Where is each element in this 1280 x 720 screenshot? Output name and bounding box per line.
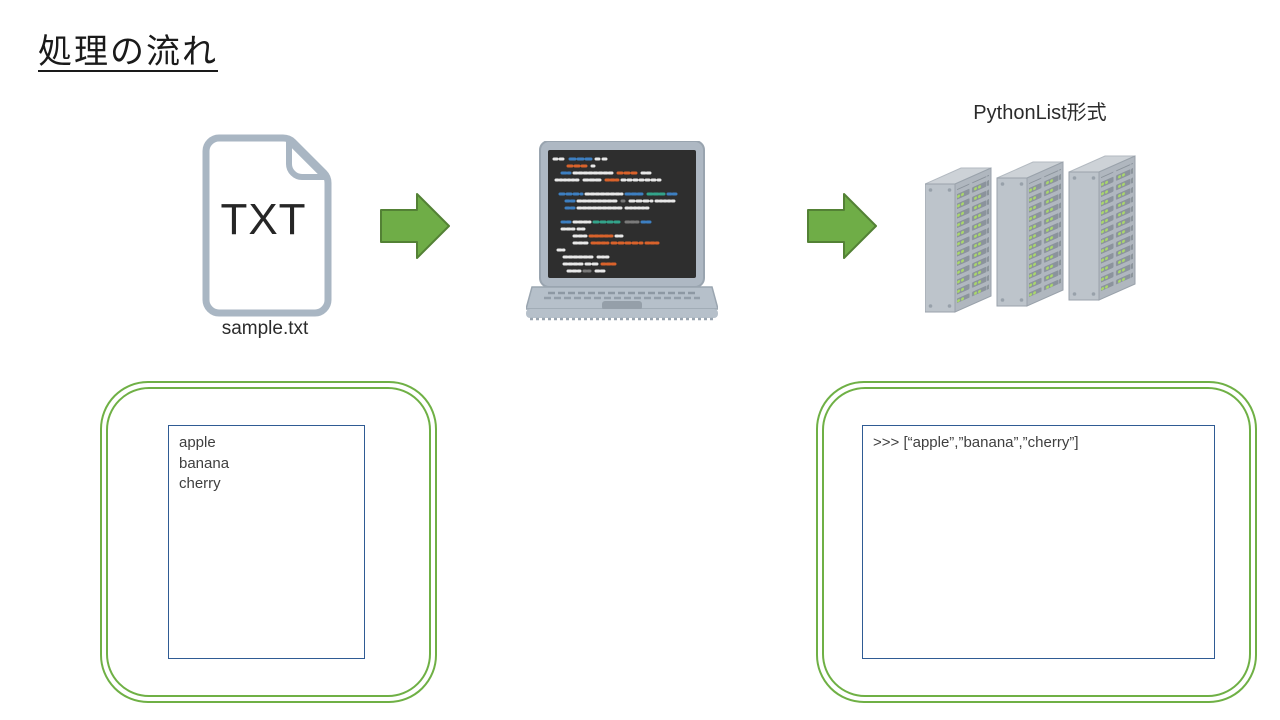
arrow-right-icon bbox=[807, 193, 877, 259]
arrow-right-icon bbox=[380, 193, 450, 259]
input-text-box: apple banana cherry bbox=[168, 425, 365, 659]
input-frame: apple banana cherry bbox=[100, 381, 437, 703]
page-title: 処理の流れ bbox=[38, 33, 218, 71]
output-code-line: >>> [“apple”,”banana”,”cherry”] bbox=[873, 434, 1079, 451]
servers-label: PythonList形式 bbox=[973, 102, 1107, 124]
input-frame-inner-border bbox=[106, 387, 431, 697]
output-frame: >>> [“apple”,”banana”,”cherry”] bbox=[816, 381, 1257, 703]
output-code-box: >>> [“apple”,”banana”,”cherry”] bbox=[862, 425, 1215, 659]
input-line: banana bbox=[179, 454, 230, 472]
input-line: cherry bbox=[179, 475, 221, 492]
output-frame-inner-border bbox=[822, 387, 1251, 697]
file-type-label: TXT bbox=[220, 195, 307, 244]
file-caption: sample.txt bbox=[221, 318, 309, 339]
txt-file-icon bbox=[202, 134, 332, 317]
laptop-code-icon bbox=[526, 141, 718, 321]
input-line: apple bbox=[179, 434, 216, 451]
server-racks-icon bbox=[925, 155, 1136, 313]
